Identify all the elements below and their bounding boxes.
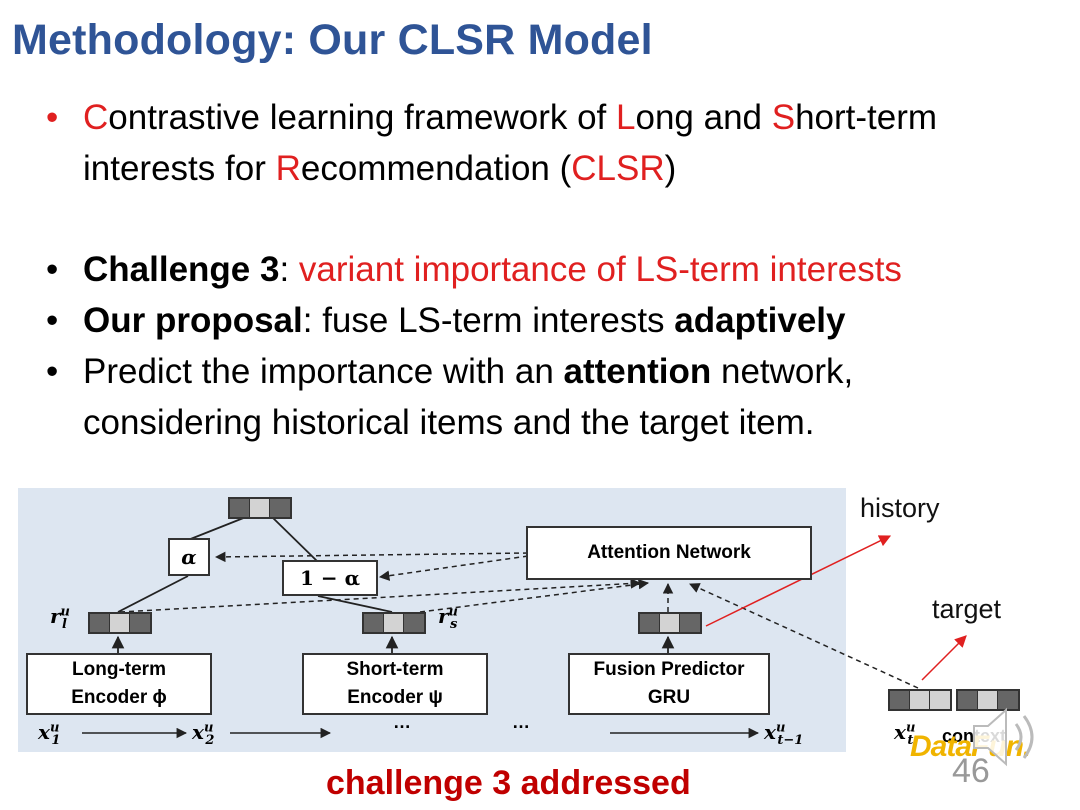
bullet-clsr-line1: Contrastive learning framework of Long a… xyxy=(83,92,1066,143)
predict-line2: considering historical items and the tar… xyxy=(83,403,815,442)
x1-base: x xyxy=(38,720,50,744)
fusion-predictor-line2: GRU xyxy=(647,687,691,708)
bullet-predict: • Predict the importance with an attenti… xyxy=(46,346,1066,448)
long-term-encoder-line2: Encoder ϕ xyxy=(71,687,167,708)
short-term-vector xyxy=(362,612,426,634)
x2-base: x xyxy=(192,720,204,744)
r-l-label: rul xyxy=(50,604,70,632)
fused-vector xyxy=(228,497,292,519)
one-minus-alpha-symbol: 1 − α xyxy=(300,566,360,590)
r-s-base: r xyxy=(438,604,449,628)
xt1-base: x xyxy=(764,720,776,744)
bullet-text: L xyxy=(616,98,636,137)
bullet-gap xyxy=(46,194,1066,244)
speaker-icon[interactable] xyxy=(966,702,1046,772)
r-s-sub: s xyxy=(450,617,458,632)
bullet-text: ) xyxy=(664,149,677,188)
x2-sub: 2 xyxy=(205,733,215,748)
xt-sup: u xyxy=(905,720,916,736)
challenge-text: variant importance of LS-term interests xyxy=(298,250,902,289)
challenge-label: Challenge 3 xyxy=(83,250,280,289)
x1-sup: u xyxy=(49,720,60,736)
long-term-encoder-line1: Long-term xyxy=(72,659,166,680)
history-label: history xyxy=(860,493,940,523)
fusion-vector xyxy=(638,612,702,634)
r-l-sub: l xyxy=(62,617,67,632)
bullet-dot: • xyxy=(46,250,59,289)
bullet-proposal: • Our proposal: fuse LS-term interests a… xyxy=(46,295,1066,346)
bullet-text: ontrastive learning framework of xyxy=(108,98,617,137)
context-vector xyxy=(956,689,1020,711)
predict-text: Predict the importance with an xyxy=(83,352,564,391)
bullet-text: hort-term xyxy=(795,98,938,137)
alpha-symbol: α xyxy=(181,545,197,569)
short-term-encoder-box: Short-term Encoder ψ xyxy=(302,653,488,715)
page-title: Methodology: Our CLSR Model xyxy=(12,16,653,64)
bullet-clsr: • Contrastive learning framework of Long… xyxy=(46,92,1066,194)
long-term-encoder-box: Long-term Encoder ϕ xyxy=(26,653,212,715)
bullet-dot: • xyxy=(46,352,59,391)
ellipsis-1: … xyxy=(393,712,411,732)
bullet-text: ong and xyxy=(635,98,772,137)
target-item-vector xyxy=(888,689,952,711)
xt-base: x xyxy=(894,720,906,744)
r-s-label: rus xyxy=(438,604,458,632)
bullet-dot: • xyxy=(46,98,59,137)
bullet-dot: • xyxy=(46,301,59,340)
target-label: target xyxy=(932,594,1002,624)
bullet-challenge: • Challenge 3: variant importance of LS-… xyxy=(46,244,1066,295)
proposal-label: Our proposal xyxy=(83,301,303,340)
alpha-box: α xyxy=(168,538,210,576)
predict-emphasis: attention xyxy=(563,352,712,391)
xt-minus-1-label: xut−1 xyxy=(764,720,803,748)
short-term-encoder-line2: Encoder ψ xyxy=(347,687,443,708)
attention-network-box: Attention Network xyxy=(526,526,812,580)
xt1-sup: u xyxy=(775,720,786,736)
x2-label: xu2 xyxy=(192,720,214,748)
bullet-text: R xyxy=(275,149,301,188)
attention-network-label: Attention Network xyxy=(587,542,751,563)
challenge-colon: : xyxy=(279,250,299,289)
bullet-text: CLSR xyxy=(571,149,665,188)
bullet-text: C xyxy=(83,98,109,137)
fusion-predictor-line1: Fusion Predictor xyxy=(593,659,745,680)
xt-sub: t xyxy=(907,733,914,748)
x2-sup: u xyxy=(203,720,214,736)
bullet-list: • Contrastive learning framework of Long… xyxy=(46,92,1066,448)
bullet-clsr-line2: interests for Recommendation (CLSR) xyxy=(83,143,1066,194)
x1-sub: 1 xyxy=(51,733,61,748)
proposal-emphasis: adaptively xyxy=(674,301,846,340)
proposal-text: : fuse LS-term interests xyxy=(302,301,675,340)
bullet-text: interests for xyxy=(83,149,276,188)
r-l-base: r xyxy=(50,604,61,628)
page-number: 46 xyxy=(952,752,990,790)
challenge-addressed-caption: challenge 3 addressed xyxy=(326,764,691,802)
r-s-sup: u xyxy=(448,604,458,620)
datafun-logo: DataFun. xyxy=(910,730,1031,763)
fusion-predictor-box: Fusion Predictor GRU xyxy=(568,653,770,715)
bullet-text: ecommendation ( xyxy=(300,149,572,188)
r-l-sup: u xyxy=(60,604,70,620)
x1-label: xu1 xyxy=(38,720,60,748)
xt-label: xut xyxy=(894,720,916,748)
ellipsis-2: … xyxy=(512,712,530,732)
one-minus-alpha-box: 1 − α xyxy=(282,560,378,596)
xt1-sub: t−1 xyxy=(777,733,804,748)
bullet-text: S xyxy=(771,98,796,137)
predict-text-end: network, xyxy=(711,352,854,391)
short-term-encoder-line1: Short-term xyxy=(346,659,444,680)
long-term-vector xyxy=(88,612,152,634)
